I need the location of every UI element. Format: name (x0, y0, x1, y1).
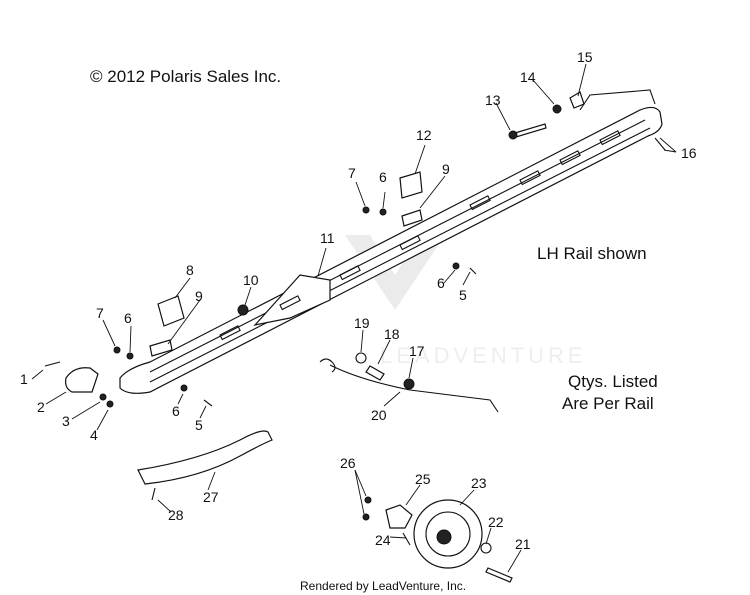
callout-20: 20 (371, 407, 387, 423)
callout-6c: 6 (379, 169, 387, 185)
callout-24: 24 (375, 532, 391, 548)
callout-14: 14 (520, 69, 536, 85)
callout-5b: 5 (459, 287, 467, 303)
bumper-8 (157, 295, 185, 327)
callout-9b: 9 (442, 161, 450, 177)
idler-wheel (413, 499, 483, 569)
bolt-13 (508, 123, 547, 140)
callout-21: 21 (515, 536, 531, 552)
qty-note-line1: Qtys. Listed (568, 372, 658, 391)
callout-13: 13 (485, 92, 501, 108)
callout-labels: 1 2 3 4 5 5 6 6 6 6 7 7 8 9 9 10 11 12 1… (20, 49, 697, 552)
slide-rail (119, 89, 663, 394)
callout-6d: 6 (437, 275, 445, 291)
callout-9a: 9 (195, 288, 203, 304)
callout-2: 2 (37, 399, 45, 415)
qty-note-line2: Are Per Rail (562, 394, 654, 413)
callout-15: 15 (577, 49, 593, 65)
slider-9a (149, 339, 173, 357)
callout-7b: 7 (348, 165, 356, 181)
callout-7a: 7 (96, 305, 104, 321)
callout-23: 23 (471, 475, 487, 491)
rail-tip (65, 367, 99, 393)
bumper-12 (399, 171, 423, 199)
callout-4: 4 (90, 427, 98, 443)
callout-17: 17 (409, 343, 425, 359)
torsion-spring (319, 358, 499, 413)
wear-strip (137, 430, 273, 485)
callout-25: 25 (415, 471, 431, 487)
callout-1: 1 (20, 371, 28, 387)
callout-6a: 6 (124, 310, 132, 326)
callout-26: 26 (340, 455, 356, 471)
callout-5a: 5 (195, 417, 203, 433)
rail-shown-note: LH Rail shown (537, 244, 647, 263)
callout-22: 22 (488, 514, 504, 530)
callout-10: 10 (243, 272, 259, 288)
copyright-notice: © 2012 Polaris Sales Inc. (90, 67, 281, 86)
callout-19: 19 (354, 315, 370, 331)
watermark-text: LEADVENTURE (380, 343, 587, 368)
bolt-21 (485, 567, 513, 583)
callout-6b: 6 (172, 403, 180, 419)
slider-9b (401, 209, 423, 227)
small-hardware (44, 91, 666, 554)
footer-credit: Rendered by LeadVenture, Inc. (300, 579, 466, 593)
callout-12: 12 (416, 127, 432, 143)
callout-28: 28 (168, 507, 184, 523)
callout-27: 27 (203, 489, 219, 505)
callout-3: 3 (62, 413, 70, 429)
leader-lines (31, 63, 677, 573)
callout-11: 11 (320, 230, 335, 246)
callout-8: 8 (186, 262, 194, 278)
callout-16: 16 (681, 145, 697, 161)
wheel-mount (385, 504, 413, 529)
callout-18: 18 (384, 326, 400, 342)
